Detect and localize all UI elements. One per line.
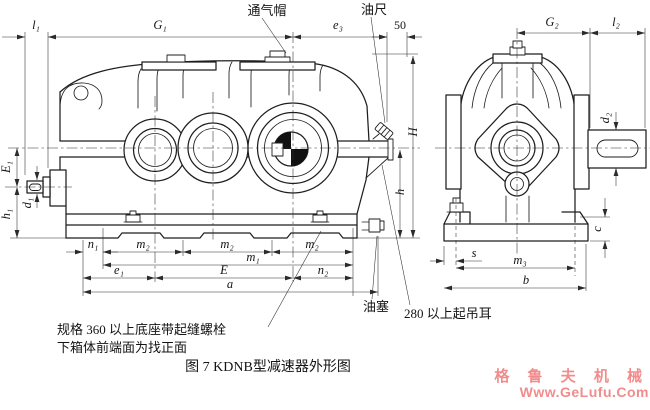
centerlines xyxy=(5,28,650,282)
output-key-section xyxy=(271,142,284,157)
dim-m2-label-3: m₂ xyxy=(305,237,319,251)
foundation-bolt xyxy=(446,197,471,213)
input-bearing-plate xyxy=(49,169,67,207)
dim-n2-label: n₂ xyxy=(318,263,329,277)
oil-plug xyxy=(361,218,385,233)
output-stub-end xyxy=(387,138,394,161)
front-base xyxy=(65,213,358,239)
inspection-cover-left xyxy=(141,61,217,71)
front-corner-lug xyxy=(59,82,103,110)
side-dome-ribs xyxy=(471,59,562,109)
dim-m2-label-1: m₂ xyxy=(136,237,150,251)
dim-d2-label: d₂ xyxy=(598,112,612,123)
dim-h-label: h xyxy=(393,189,407,195)
breather-cap-callout: 通气帽 xyxy=(247,3,286,18)
breather-cap xyxy=(269,50,286,58)
dim-n1-label: n₁ xyxy=(88,237,99,251)
callouts: 通气帽 油尺 油塞 280 以上起吊耳 规格 360 以上底座带起缝螺栓 下箱体… xyxy=(57,2,492,355)
center-of-gravity-symbol xyxy=(271,131,309,167)
watermark-url: Www.GeLufu.Com xyxy=(520,384,649,400)
breather-cap-base xyxy=(264,56,291,63)
front-lower-right-wall xyxy=(356,156,370,215)
dim-l1-label: l₁ xyxy=(32,18,40,32)
base-note-line1: 规格 360 以上底座带起缝螺栓 xyxy=(57,322,226,337)
dim-e3-label: e₃ xyxy=(333,18,343,32)
front-view xyxy=(26,50,394,239)
dim-m2-label-2: m₂ xyxy=(220,237,234,251)
oil-dipstick xyxy=(374,122,394,140)
dim-E-label: E xyxy=(219,263,228,277)
dim-e1-label: e₁ xyxy=(114,263,124,277)
dim-E1-label: E₁ xyxy=(0,161,13,174)
side-dimensions: G₂ l₂ d₂ s m₃ b c xyxy=(430,15,646,291)
side-base-bracket-right xyxy=(561,211,589,225)
jack-bolt-left xyxy=(123,210,143,223)
dim-G1-label: G₁ xyxy=(153,18,166,32)
dim-m1-label: m₁ xyxy=(246,250,259,264)
dim-b-label: b xyxy=(523,273,529,287)
dim-s-label: s xyxy=(472,246,477,260)
front-extension-lines xyxy=(10,32,420,296)
oil-dipstick-leader xyxy=(370,16,386,124)
inspection-cover-right xyxy=(239,61,316,71)
lifting-lug-callout: 280 以上起吊耳 xyxy=(404,306,492,321)
dipstick-boss-line xyxy=(372,133,380,140)
watermark-brand: 格 鲁 夫 机 械 xyxy=(494,367,649,385)
dim-l2-label: l₂ xyxy=(612,15,620,29)
gusset-line xyxy=(365,157,389,179)
dim-H-label: H xyxy=(406,127,420,138)
base-note-line2: 下箱体前端面为找正面 xyxy=(57,340,187,355)
side-base-bracket-left xyxy=(443,211,471,225)
side-base xyxy=(443,223,589,242)
inspection-cover-handle xyxy=(166,54,186,63)
side-view xyxy=(443,40,647,242)
dim-d1-label: d₁ xyxy=(20,198,34,209)
dim-a-label: a xyxy=(227,277,233,291)
front-base-feet xyxy=(65,232,358,239)
base-note-leader xyxy=(267,230,322,328)
jack-bolt-right xyxy=(310,210,330,223)
dim-h1-label: h₁ xyxy=(0,209,13,220)
dim-c-label: c xyxy=(590,226,604,232)
oil-plug-callout: 油塞 xyxy=(363,299,389,314)
figure-caption: 图 7 KDNB型减速器外形图 xyxy=(185,359,351,375)
side-lower-stub xyxy=(505,195,530,223)
dim-G2-label: G₂ xyxy=(545,15,559,29)
dim-m3-label: m₃ xyxy=(513,253,526,267)
dim-50-label: 50 xyxy=(394,18,406,32)
output-shaft-keyway xyxy=(596,139,639,158)
breather-cap-leader xyxy=(261,17,287,54)
oil-plug-leader xyxy=(371,235,378,300)
side-top-bolt xyxy=(512,40,523,49)
front-corner-lug-hole xyxy=(73,85,89,101)
side-extension-lines xyxy=(443,28,646,291)
watermark: 格 鲁 夫 机 械 Www.GeLufu.Com xyxy=(494,367,649,400)
side-end-cover-right xyxy=(573,94,590,190)
lifting-lug-leader xyxy=(381,164,411,306)
front-housing-top-outline xyxy=(59,60,370,142)
oil-dipstick-callout: 油尺 xyxy=(361,2,387,17)
side-end-cover-left xyxy=(445,94,462,190)
